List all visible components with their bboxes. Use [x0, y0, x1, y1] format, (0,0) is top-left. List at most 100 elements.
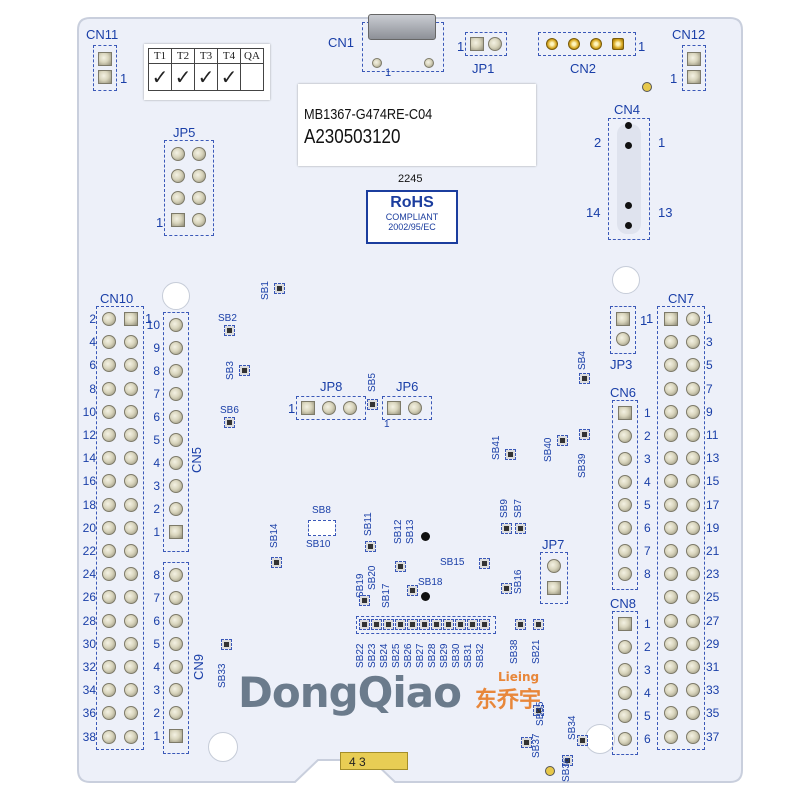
cn5-pin — [169, 479, 183, 493]
solder-bridge-sb34 — [577, 735, 588, 746]
cn5-pin — [169, 525, 183, 539]
cn5-label: CN5 — [189, 446, 204, 473]
qa-check-cell: ✓ — [194, 63, 218, 91]
cn10-pin — [124, 590, 138, 605]
sb6-label: SB6 — [220, 405, 239, 416]
cn4-pin13-label: 13 — [658, 205, 673, 220]
cn5-header — [163, 312, 189, 552]
solder-bridge-pad — [395, 619, 406, 630]
cn10-pin — [124, 335, 138, 350]
cn2-label: CN2 — [570, 61, 597, 76]
cn7-pin-number: 7 — [706, 381, 713, 396]
solder-bridge-sb2 — [224, 325, 235, 336]
rohs-title: RoHS — [390, 194, 434, 211]
cn8-pin-number: 3 — [644, 663, 651, 677]
jp6-header — [382, 396, 432, 420]
cn10-pin — [124, 381, 138, 396]
cn10-pin-number: 26 — [82, 590, 96, 605]
cn6-header — [612, 400, 638, 590]
cn10-pin-number: 20 — [82, 520, 96, 535]
cn10-pin — [102, 544, 116, 558]
jp5-pin — [171, 169, 185, 183]
cn6-pin — [618, 429, 632, 443]
sb22-label: SB22 — [355, 643, 366, 668]
cn1-label: CN1 — [328, 35, 355, 50]
cn4-pad — [625, 122, 632, 129]
cn5-pin-number: 10 — [146, 318, 160, 332]
cn7-pin — [664, 428, 678, 442]
cn7-pin-number: 11 — [706, 428, 719, 442]
cn10-pin — [102, 312, 116, 326]
watermark-cn: 东乔宇 — [475, 688, 542, 713]
sb3-label: SB3 — [225, 361, 236, 380]
cn12-label: CN12 — [672, 27, 706, 42]
cn10-pin — [102, 474, 116, 489]
cn10-pin-number: 12 — [82, 428, 96, 442]
cn6-label: CN6 — [610, 385, 637, 400]
cn7-pin-number: 35 — [706, 706, 720, 721]
cn7-header — [657, 306, 705, 750]
cn6-pin — [618, 498, 632, 512]
sb30-label: SB30 — [451, 643, 462, 668]
cn7-pin-number: 5 — [706, 358, 713, 373]
cn4-pin1-label: 1 — [658, 135, 666, 150]
cn10-pin — [102, 683, 116, 698]
cn7-pin — [686, 520, 700, 535]
cn1-pin1-label: 1 — [385, 67, 392, 79]
sb19-label: SB19 — [355, 573, 366, 598]
qa-header-cell: T4 — [217, 48, 241, 64]
cn10-pin — [124, 497, 138, 512]
cn11-header — [93, 45, 117, 91]
cn5-pin-number: 1 — [153, 525, 160, 539]
cn5-pin — [169, 318, 183, 332]
solder-bridge-sb4 — [579, 373, 590, 384]
cn10-pin-number: 14 — [82, 451, 96, 466]
solder-bridge-sb37 — [521, 737, 532, 748]
solder-bridge-sb35 — [533, 705, 544, 716]
solder-bridge-sb33 — [221, 639, 232, 650]
cn5-pin-number: 2 — [153, 502, 160, 516]
cn9-pin — [169, 568, 183, 582]
cn9-pin-number: 5 — [153, 637, 160, 651]
solder-bridge-pad — [455, 619, 466, 630]
qa-header-cell: QA — [240, 48, 264, 64]
cn7-pin — [686, 729, 700, 744]
cn6-pin-number: 7 — [644, 544, 651, 558]
date-code: 2245 — [398, 173, 423, 185]
fiducial-dot — [421, 532, 430, 541]
cn7-pin-number: 9 — [706, 404, 713, 419]
cn7-pin-number: 27 — [706, 613, 720, 628]
cn5-pin — [169, 456, 183, 470]
solder-bridge-sb1 — [274, 283, 285, 294]
cn10-pin-number: 36 — [82, 706, 96, 721]
cn7-pin — [686, 567, 700, 582]
cn7-pin-number: 17 — [706, 497, 720, 512]
cn7-pin — [664, 613, 678, 628]
jp7-header — [540, 552, 568, 604]
cn7-pin — [664, 312, 678, 326]
sb36-label: SB36 — [561, 757, 572, 782]
sb27-label: SB27 — [415, 643, 426, 668]
sb40-label: SB40 — [543, 437, 554, 462]
cn5-pin — [169, 433, 183, 447]
cn10-pin-number: 28 — [82, 613, 96, 628]
sb17-label: SB17 — [381, 583, 392, 608]
cn11-pin1-label: 1 — [120, 71, 128, 86]
cn2-outline — [538, 32, 636, 56]
cn10-pin — [124, 636, 138, 651]
cn10-pin — [124, 474, 138, 489]
jp8-label: JP8 — [320, 379, 343, 394]
cn2-pin — [568, 38, 580, 50]
board-model: MB1367-G474RE-C04 — [304, 106, 433, 123]
bottom-tag: 4 3 — [340, 752, 408, 770]
cn4-pin14-label: 14 — [586, 205, 601, 220]
cn7-pin — [686, 451, 700, 466]
cn10-pin-number: 2 — [89, 312, 96, 326]
cn8-header — [612, 611, 638, 755]
sb33-label: SB33 — [217, 663, 228, 688]
solder-bridge-sb18 — [407, 585, 418, 596]
cn7-pin — [664, 451, 678, 466]
mounting-hole-top-right — [612, 266, 640, 294]
solder-bridge-sb41 — [505, 449, 516, 460]
cn10-pin-number: 6 — [89, 358, 96, 373]
